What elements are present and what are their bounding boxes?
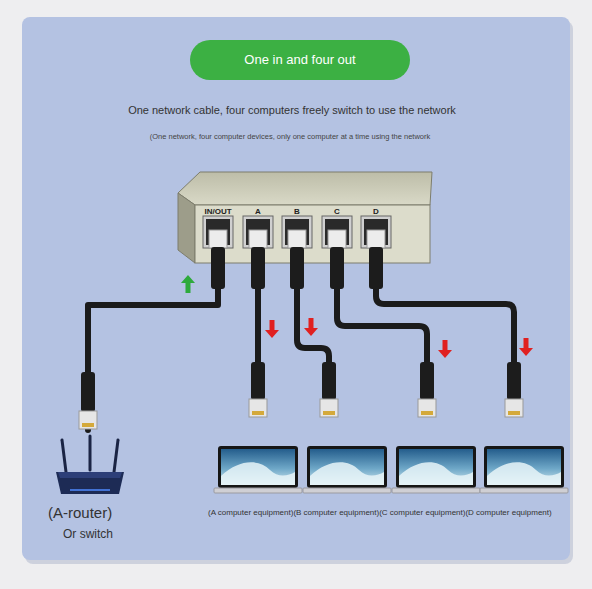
plug-boot	[369, 247, 383, 289]
switch-front	[195, 205, 430, 263]
device-captions: (A computer equipment)(B computer equipm…	[208, 508, 552, 517]
port-label: A	[255, 207, 261, 216]
flow-arrow	[181, 275, 195, 293]
down-arrow	[438, 340, 452, 358]
plug-head	[79, 411, 97, 429]
free-plugs	[79, 362, 523, 429]
plug-head	[367, 230, 385, 248]
subtitle: One network cable, four computers freely…	[128, 104, 456, 117]
router-label: (A-router)	[48, 504, 112, 521]
plug-boot	[330, 247, 344, 289]
down-arrow	[519, 338, 533, 356]
laptop-screen	[396, 446, 476, 488]
router-top	[58, 472, 122, 478]
port-label: C	[334, 207, 340, 216]
plug-boot	[290, 247, 304, 289]
port	[361, 216, 391, 248]
laptops	[214, 446, 568, 493]
plug-head	[249, 230, 267, 248]
cable	[255, 289, 261, 362]
router-lights	[70, 489, 110, 491]
laptop-screen	[218, 446, 298, 488]
wallpaper-wave	[221, 462, 295, 485]
plug-boot	[251, 362, 265, 400]
cable	[297, 289, 329, 362]
laptop-display	[221, 449, 295, 485]
router: (A-router) Or switch	[40, 430, 136, 546]
panel	[22, 17, 570, 560]
plug-boot	[211, 247, 225, 289]
port	[322, 216, 352, 248]
network-cable	[88, 263, 218, 430]
note: (One network, four computer devices, onl…	[150, 133, 431, 142]
port-label: B	[294, 207, 300, 216]
antenna	[114, 440, 118, 472]
plug-pins	[252, 411, 264, 415]
laptop-base	[214, 488, 302, 493]
switch-side	[178, 193, 195, 263]
laptop-base	[480, 488, 568, 493]
port	[243, 216, 273, 248]
port-plugs	[209, 230, 385, 289]
plug-boot	[420, 362, 434, 400]
plug-head	[328, 230, 346, 248]
cable	[376, 289, 514, 362]
antenna	[89, 436, 92, 470]
plug-pins	[421, 411, 433, 415]
port	[282, 216, 312, 248]
plug-pins	[323, 411, 335, 415]
title-pill: One in and four out	[190, 40, 410, 80]
wallpaper-wave	[310, 462, 384, 485]
laptop-display	[310, 449, 384, 485]
plug-head	[320, 399, 338, 417]
switch-top	[178, 172, 432, 205]
cable	[337, 289, 427, 362]
laptop-screen	[307, 446, 387, 488]
wallpaper-wave	[487, 462, 561, 485]
plug-boot	[322, 362, 336, 400]
plug-boot	[251, 247, 265, 289]
port	[203, 216, 233, 248]
laptop-display	[487, 449, 561, 485]
laptop-base	[303, 488, 391, 493]
down-arrow	[265, 320, 279, 338]
ports	[203, 216, 391, 248]
plug-boot	[81, 372, 95, 412]
laptop-display	[399, 449, 473, 485]
plug-boot	[507, 362, 521, 400]
port-label: D	[373, 207, 379, 216]
down-arrow	[304, 318, 318, 336]
plug-pins	[508, 411, 520, 415]
plug-pins	[82, 423, 94, 427]
wallpaper-wave	[399, 462, 473, 485]
cables	[258, 289, 514, 362]
down-arrows	[265, 318, 533, 358]
router-note: Or switch	[63, 528, 113, 542]
plug-head	[249, 399, 267, 417]
plug-head	[505, 399, 523, 417]
port-label: IN/OUT	[204, 207, 231, 216]
pill-text: One in and four out	[244, 53, 355, 68]
plug-head	[209, 230, 227, 248]
laptop-screen	[484, 446, 564, 488]
router-icon	[56, 436, 124, 494]
antenna	[62, 440, 66, 472]
plug-head	[418, 399, 436, 417]
laptop-base	[392, 488, 480, 493]
network-switch: IN/OUT A B C D	[195, 205, 430, 263]
router-body	[56, 472, 124, 494]
plug-head	[288, 230, 306, 248]
